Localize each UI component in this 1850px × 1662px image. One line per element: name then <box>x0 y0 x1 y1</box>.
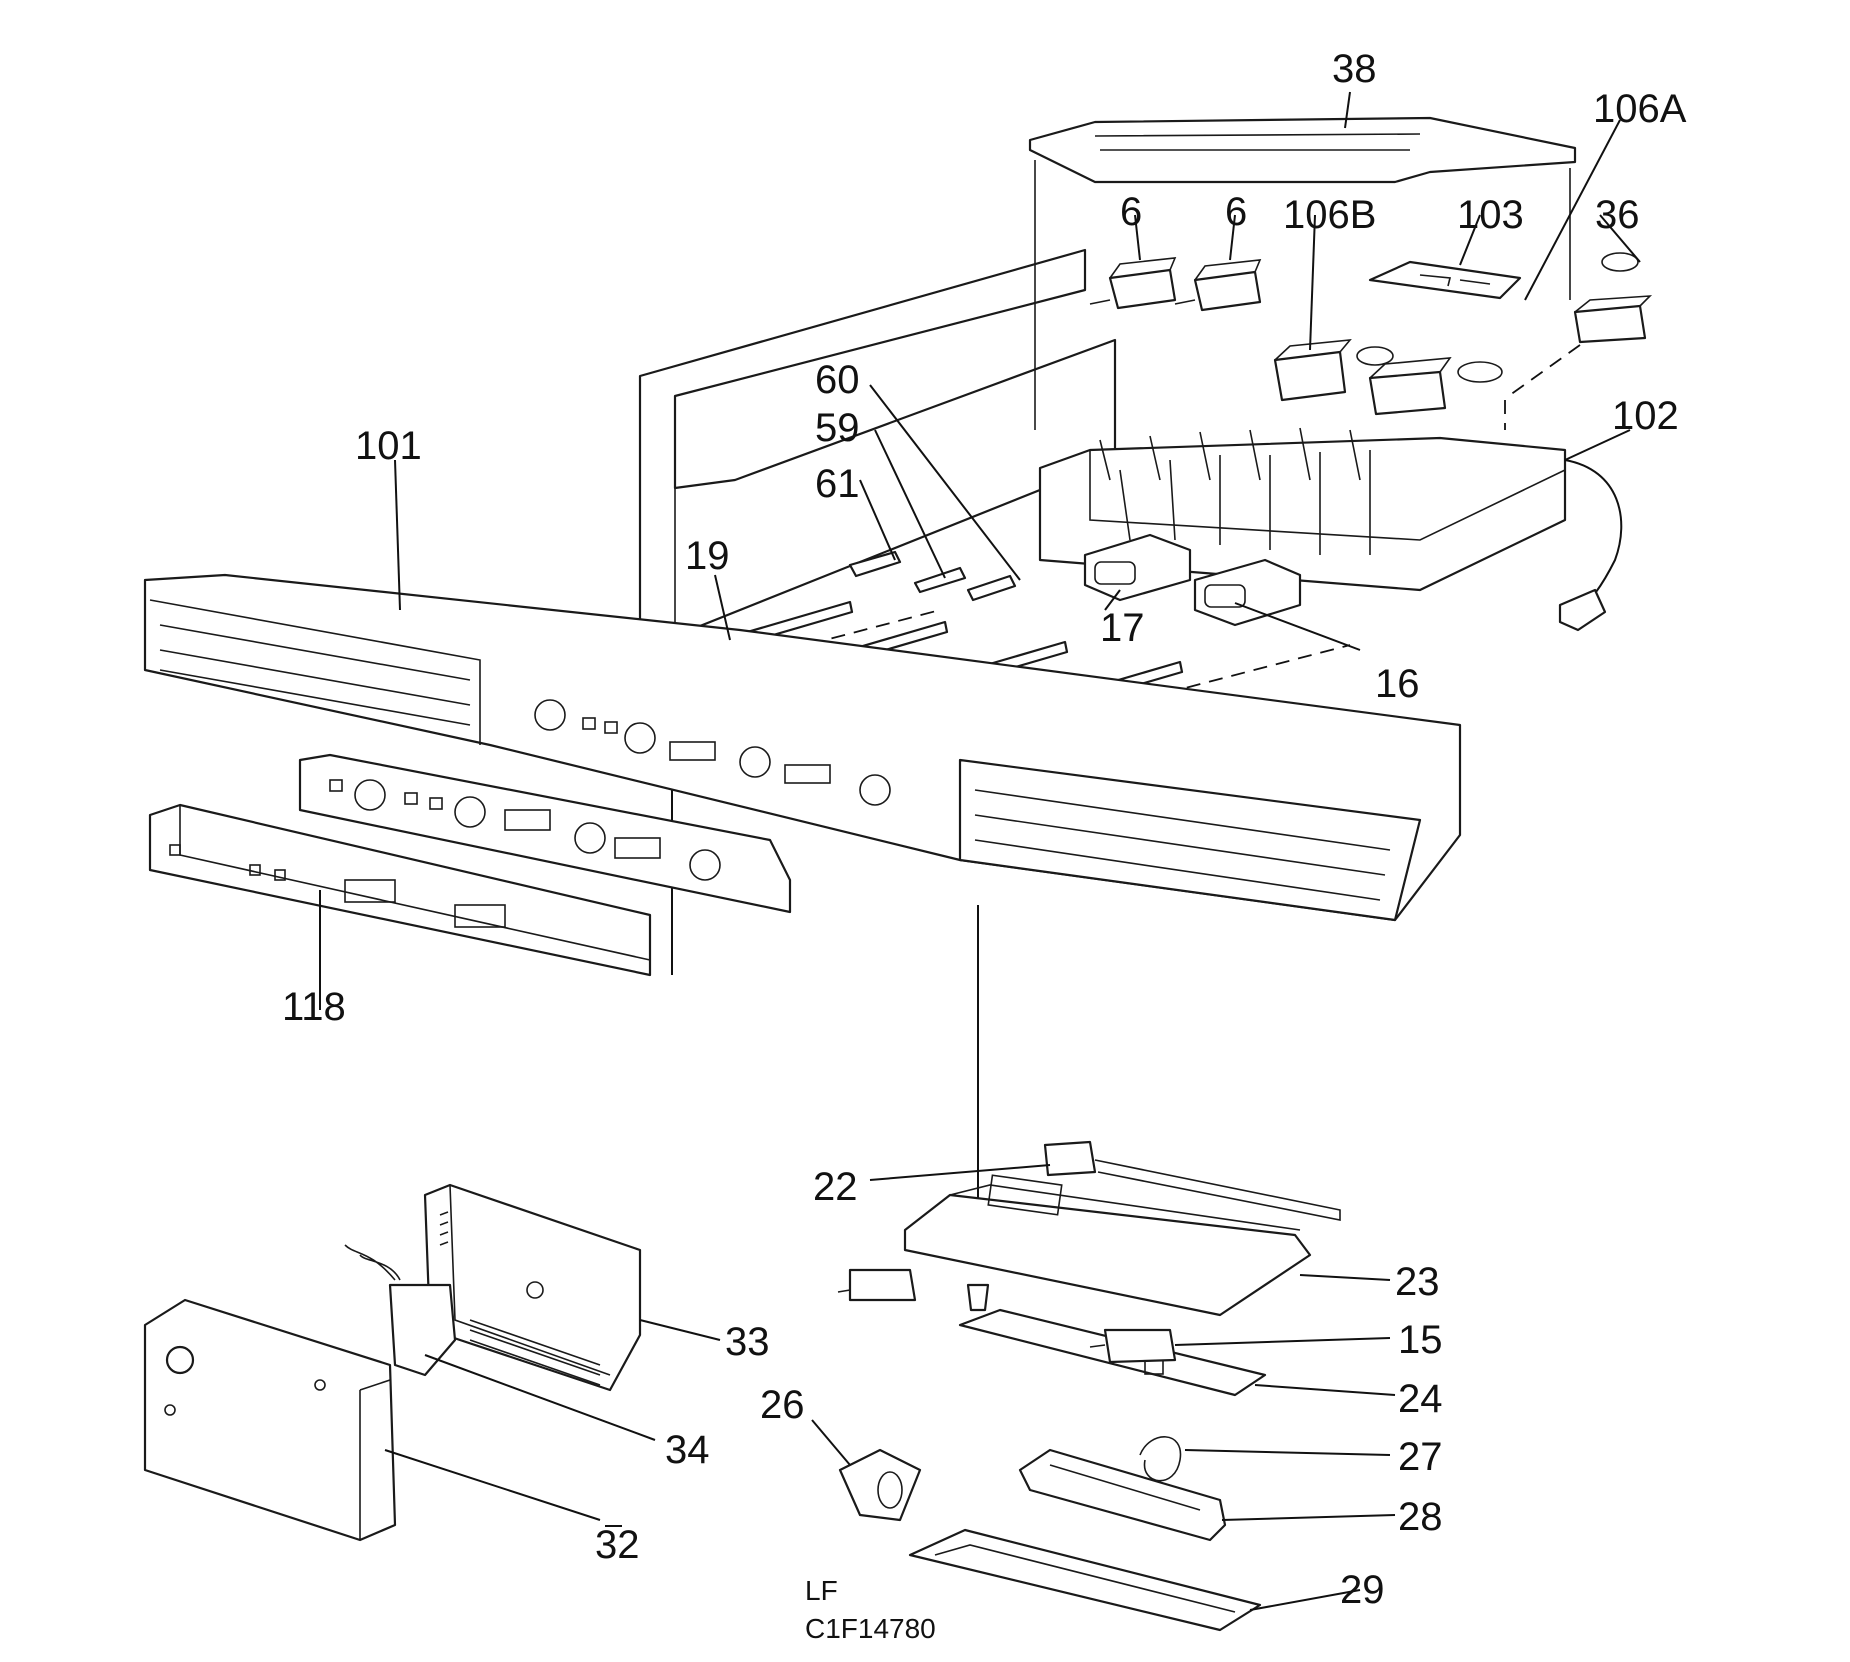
screw <box>966 1283 990 1312</box>
bezel-118 <box>148 803 652 977</box>
switch-6-right <box>1174 259 1262 312</box>
module-23 <box>903 1174 1312 1317</box>
label-29: 29 <box>1340 1568 1385 1612</box>
label-27: 27 <box>1398 1435 1443 1479</box>
label-33: 33 <box>725 1320 770 1364</box>
part-labels: 38 106A 6 6 106B 103 36 60 59 61 102 101… <box>282 47 1687 1612</box>
drawing-code: LF C1F14780 <box>805 1575 936 1644</box>
housing-rear-wall <box>638 160 1571 652</box>
label-59: 59 <box>815 406 860 450</box>
switch-6-left <box>1089 257 1177 310</box>
label-26: 26 <box>760 1383 805 1427</box>
button-module-17 <box>1083 533 1192 602</box>
clip-27 <box>1139 1436 1182 1482</box>
faceplate-insert <box>298 753 792 914</box>
label-6-left: 6 <box>1120 190 1142 234</box>
label-19: 19 <box>685 534 730 578</box>
button-module-16 <box>1193 558 1302 627</box>
label-23: 23 <box>1395 1260 1440 1304</box>
connector-22 <box>1043 1140 1341 1221</box>
label-22: 22 <box>813 1165 858 1209</box>
label-15: 15 <box>1398 1318 1443 1362</box>
label-61: 61 <box>815 462 860 506</box>
cover-plate-38 <box>1028 116 1577 184</box>
label-106A: 106A <box>1593 87 1687 131</box>
label-101: 101 <box>355 424 422 468</box>
pins-61-59-60 <box>848 550 1017 602</box>
label-102: 102 <box>1612 394 1679 438</box>
footer-line-2: C1F14780 <box>805 1613 936 1644</box>
unit-32 <box>143 1298 397 1542</box>
label-16: 16 <box>1375 662 1420 706</box>
leader-lines <box>319 91 1641 1611</box>
label-6-right: 6 <box>1225 190 1247 234</box>
relay-106A <box>1356 346 1503 416</box>
housing-33 <box>423 1183 642 1392</box>
connector-15 <box>1089 1328 1177 1364</box>
label-38: 38 <box>1332 47 1377 91</box>
label-17: 17 <box>1100 606 1145 650</box>
label-24: 24 <box>1398 1377 1443 1421</box>
label-106B: 106B <box>1283 193 1376 237</box>
label-60: 60 <box>815 358 860 402</box>
footer-line-1: LF <box>805 1575 838 1606</box>
tray-28 <box>1018 1448 1227 1542</box>
label-32: 32 <box>595 1523 640 1567</box>
label-36: 36 <box>1595 193 1640 237</box>
label-118: 118 <box>282 985 346 1029</box>
relay-106B <box>1273 339 1352 402</box>
label-34: 34 <box>665 1428 710 1472</box>
base-tray-102 <box>1038 427 1623 632</box>
part-26 <box>838 1448 922 1522</box>
component-36 <box>1504 252 1653 430</box>
plug-left <box>837 1268 917 1302</box>
control-bar-101 <box>143 573 1462 922</box>
label-103: 103 <box>1457 193 1524 237</box>
cover-29 <box>908 1528 1262 1632</box>
switch-34 <box>344 1244 457 1377</box>
label-28: 28 <box>1398 1495 1443 1539</box>
circuit-board-103 <box>1368 260 1522 300</box>
